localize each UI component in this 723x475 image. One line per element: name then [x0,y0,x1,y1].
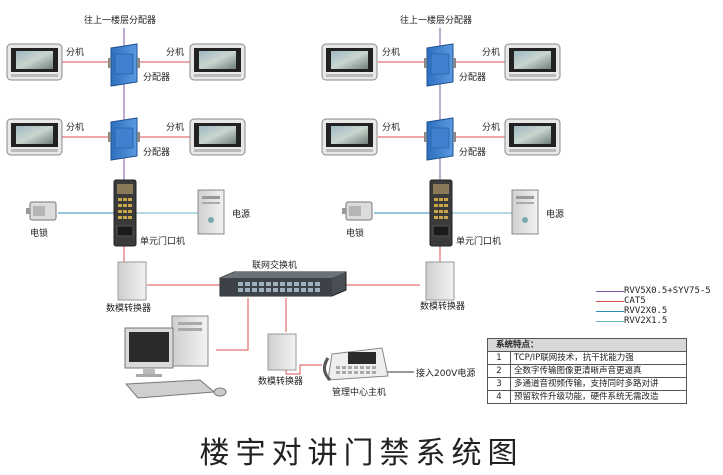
lock-left [26,201,57,221]
label-lock-right: 电锁 [346,227,364,239]
label-ext-l2b: 分机 [166,121,184,133]
label-dist-l1: 分配器 [143,72,170,83]
legend-swatch [596,311,624,312]
legend-swatch [596,321,624,322]
page-title: 楼宇对讲门禁系统图 [199,436,524,471]
label-switch: 联网交换机 [252,259,297,271]
extension-monitors [6,43,561,156]
distributor-right-1 [424,43,456,87]
power-supply-right [511,189,539,235]
distributor-right-2 [424,117,456,161]
feature-text: 多通道音视频传输，支持同时多路对讲 [514,379,659,389]
label-dist-r2: 分配器 [459,147,486,158]
label-ext-r1b: 分机 [482,46,500,58]
pc-monitor [124,327,174,377]
label-dist-l2: 分配器 [143,147,170,158]
pc-keyboard [124,379,216,399]
electric-locks [26,201,373,221]
label-converter-center: 数模转换器 [258,375,303,387]
monitor-l2-right [189,118,246,156]
label-ext-r2b: 分机 [482,121,500,133]
distributor-left-1 [108,43,140,87]
monitor-r2-right [504,118,561,156]
legend-text: RVV2X0.5 [624,306,668,316]
feature-num: 2 [488,365,511,377]
features-header: 系统特点： [487,338,687,352]
power-supplies [197,189,539,235]
monitor-l1-left [6,43,63,81]
label-ext-r1a: 分机 [382,46,400,58]
monitor-l2-left [6,118,63,156]
monitor-r2-left [321,118,378,156]
converters [117,261,455,371]
feature-num: 4 [488,391,511,403]
management-computer [124,315,227,399]
monitor-l1-right [189,43,246,81]
pc-mouse [213,387,227,397]
converter-left [117,261,147,301]
legend-text: CAT5 [624,296,646,306]
diagram-labels: 往上一楼层分配器 往上一楼层分配器 分机 分机 分配器 分机 分机 分配器 分机… [30,14,564,398]
monitor-r1-right [504,43,561,81]
feature-text: TCP/IP联网技术，抗干扰能力强 [514,353,634,363]
network-switch [219,271,347,297]
feature-text: 全数字传输图像更清晰声音更逼真 [514,366,642,376]
label-door-right: 单元门口机 [456,235,501,247]
door-station-left [113,179,137,247]
monitor-r1-left [321,43,378,81]
label-management-host: 管理中心主机 [332,386,386,398]
label-ext-l2a: 分机 [66,121,84,133]
converter-center [267,333,297,371]
label-to-upper-left: 往上一楼层分配器 [84,14,156,26]
legend-swatch [596,301,624,302]
label-ext-l1b: 分机 [166,46,184,58]
legend-text: RVV2X1.5 [624,316,668,326]
label-power-input: 接入200V电源 [416,367,475,379]
label-power-right: 电源 [546,208,564,220]
door-stations [113,179,453,247]
door-station-right [429,179,453,247]
feature-text: 预留软件升级功能，硬件系统无需改造 [514,392,659,402]
converter-right [425,261,455,301]
label-converter-left: 数模转换器 [106,302,151,314]
label-converter-right: 数模转换器 [420,300,465,312]
label-power-left: 电源 [232,208,250,220]
label-ext-l1a: 分机 [66,46,84,58]
label-lock-left: 电锁 [30,227,48,239]
distributor-left-2 [108,117,140,161]
label-ext-r2a: 分机 [382,121,400,133]
lock-right [342,201,373,221]
distributors [108,43,456,161]
feature-num: 3 [488,378,511,390]
management-host [323,347,389,382]
label-door-left: 单元门口机 [140,235,185,247]
label-dist-r1: 分配器 [459,72,486,83]
feature-num: 1 [488,352,511,364]
power-supply-left [197,189,225,235]
legend-text: RVV5X0.5+SYV75-5 [624,286,711,296]
legend-swatch [596,291,624,292]
label-to-upper-right: 往上一楼层分配器 [400,14,472,26]
